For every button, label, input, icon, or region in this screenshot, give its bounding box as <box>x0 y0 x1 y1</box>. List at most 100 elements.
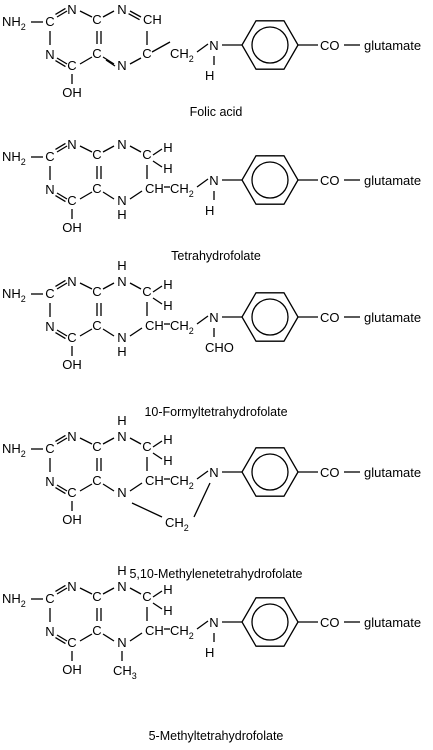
amino-group-nh2: NH2 <box>2 591 26 609</box>
benzene-ring <box>241 155 299 205</box>
caption-methyl-thf: 5-Methyltetrahydrofolate <box>149 729 284 743</box>
c2-n3-double-bond <box>56 10 68 18</box>
n1-c6-double-bond <box>55 60 66 68</box>
c4a-n5-bond <box>102 191 115 200</box>
carbon-6-ch-label: CH <box>145 623 164 638</box>
c7-h-bond-2 <box>152 452 163 460</box>
c2-n3-double-bond <box>56 145 68 153</box>
methylene-ch2-main: CH <box>170 623 189 638</box>
carbon-4a-label: C <box>92 181 101 196</box>
benzene-aromatic-circle <box>251 298 289 336</box>
ch2-n10-bond <box>196 620 209 630</box>
amino-group-nh2-subscript: 2 <box>21 22 26 32</box>
nitrogen-10-label: N <box>209 465 218 480</box>
nitrogen-3-label: N <box>67 274 76 289</box>
carbonyl-co-label: CO <box>320 465 340 480</box>
c4-c4a-bond <box>79 328 93 337</box>
carbon-4a-label: C <box>92 623 101 638</box>
nitrogen-5-label: N <box>117 635 126 650</box>
nitrogen-3-label: N <box>67 137 76 152</box>
carbon-4a-label: C <box>92 318 101 333</box>
carbonyl-co-label: CO <box>320 173 340 188</box>
amino-group-nh2-main: NH <box>2 286 21 301</box>
ch2-n10-bond <box>196 178 209 188</box>
nitrogen-1-label: N <box>45 474 54 489</box>
c7-h-bond <box>152 285 163 293</box>
caption-tetrahydrofolate: Tetrahydrofolate <box>171 249 261 263</box>
c4a-n5-bond <box>102 483 115 492</box>
n10-substituent: H <box>205 645 214 660</box>
amino-group-nh2-main: NH <box>2 441 21 456</box>
n1-c6-double-bond <box>55 332 66 340</box>
carbon-7-label: C <box>142 147 151 162</box>
nitrogen-3-label: N <box>67 579 76 594</box>
nitrogen-8-label: N <box>117 429 126 444</box>
n5-c6-bond <box>129 190 143 200</box>
methylene-ch2-main: CH <box>170 46 189 61</box>
nitrogen-1-label: N <box>45 182 54 197</box>
glutamate-label: glutamate <box>364 173 421 188</box>
benzene-ring <box>241 447 299 497</box>
carbon-2-label: C <box>45 149 54 164</box>
n8-hydrogen-label: H <box>117 563 126 578</box>
n3-c4a-bond <box>79 145 93 153</box>
n8-c7-double-bond <box>128 13 140 21</box>
methylene-ch2-subscript: 2 <box>189 631 194 641</box>
n5-c6-bond <box>129 632 143 642</box>
c4a-n5-bond <box>102 56 115 65</box>
methylene-bridge-ch2-subscript: 2 <box>184 523 189 533</box>
hydroxyl-oh: OH <box>62 357 82 372</box>
n5-c6-bond <box>129 482 143 492</box>
n8-c7-bond <box>129 282 142 290</box>
n8-c7-bond <box>129 437 142 445</box>
c2-n3-double-bond <box>56 587 68 595</box>
c4a-n5-double-bond <box>105 59 116 67</box>
methylene-ch2: CH2 <box>170 623 194 641</box>
methylene-ch2: CH2 <box>170 318 194 336</box>
benzene-ring <box>241 20 299 70</box>
carbon-6-label: C <box>142 46 151 61</box>
methylene-ch2-main: CH <box>170 318 189 333</box>
carbon-7-label: C <box>142 284 151 299</box>
c7-hydrogen-top: H <box>163 277 172 292</box>
n5-c6-bond <box>129 57 142 65</box>
n1-c6-double-bond <box>55 637 66 645</box>
c7-h-bond-2 <box>152 602 163 610</box>
c2-n3-double-bond <box>55 584 66 592</box>
c4a-n5-bond <box>102 328 115 337</box>
carbon-8a-label: C <box>92 147 101 162</box>
carbon-2-label: C <box>45 14 54 29</box>
carbon-4a-label: C <box>92 473 101 488</box>
carbon-8a-label: C <box>92 12 101 27</box>
carbon-7-label: C <box>142 589 151 604</box>
c8a-n8-bond <box>102 10 115 18</box>
n3-c4a-bond <box>79 437 93 445</box>
amino-group-nh2-subscript: 2 <box>21 449 26 459</box>
carbon-2-label: C <box>45 441 54 456</box>
carbon-2-label: C <box>45 286 54 301</box>
c7-h-bond <box>152 148 163 156</box>
nitrogen-8-label: N <box>117 2 126 17</box>
n5-methyl-group-main: CH <box>113 663 132 678</box>
carbonyl-co-label: CO <box>320 615 340 630</box>
c8a-n8-bond <box>102 145 115 153</box>
c7-hydrogen-bottom: H <box>163 453 172 468</box>
amino-group-nh2: NH2 <box>2 441 26 459</box>
carbon-7-label: C <box>142 439 151 454</box>
nitrogen-5-label: N <box>117 485 126 500</box>
c2-n3-double-bond <box>56 282 68 290</box>
caption-folic-acid: Folic acid <box>190 105 243 119</box>
n8-c7-bond <box>129 145 142 153</box>
n5-bridge-bond <box>131 502 163 518</box>
n1-c6-double-bond <box>56 192 68 200</box>
c7-h-bond-2 <box>152 297 163 305</box>
n5-methyl-group-subscript: 3 <box>132 671 137 681</box>
n5-methyl-group: CH3 <box>113 663 137 681</box>
n1-c6-double-bond <box>55 195 66 203</box>
n10-substituent: H <box>205 68 214 83</box>
n8-c7-double-bond <box>129 10 142 18</box>
nitrogen-5-label: N <box>117 193 126 208</box>
benzene-ring <box>241 292 299 342</box>
nitrogen-8-label: N <box>117 137 126 152</box>
